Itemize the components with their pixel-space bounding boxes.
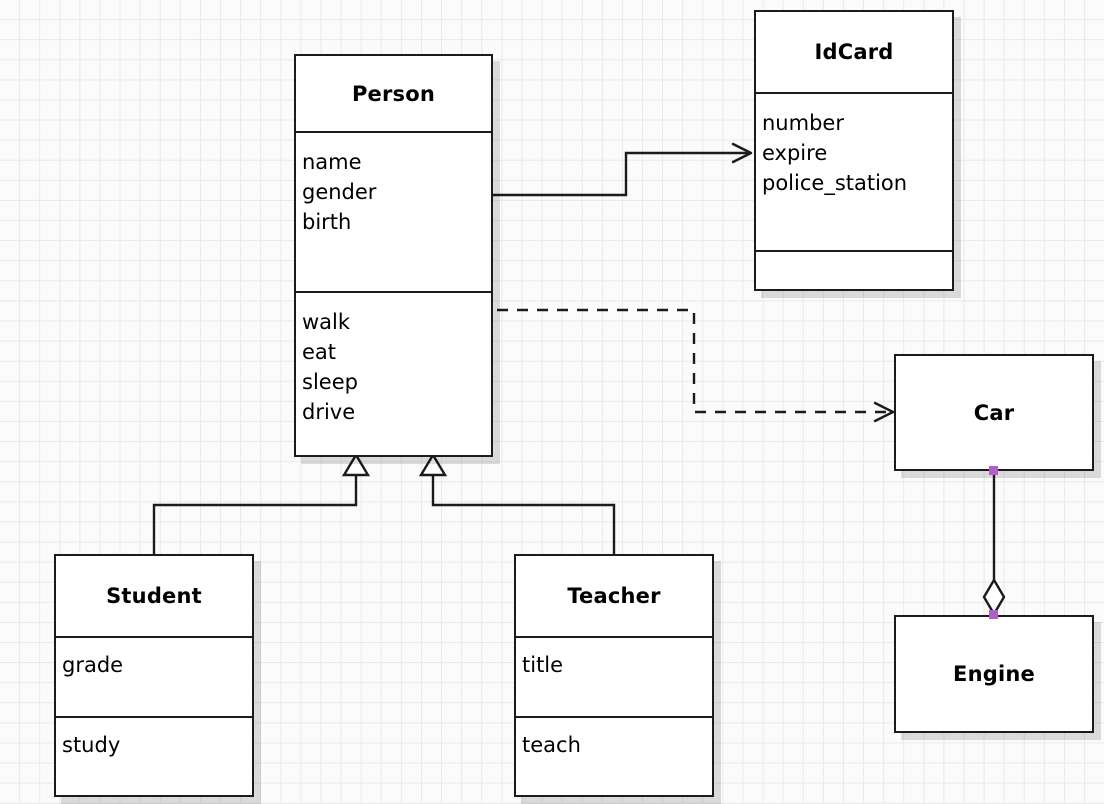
operation-list-student: study (62, 733, 121, 757)
class-name-student: Student (106, 584, 202, 608)
attribute-list-student: grade (62, 653, 124, 677)
open-arrow-head-car (873, 401, 895, 423)
class-name-teacher: Teacher (567, 584, 661, 608)
operations-compartment-person: walk eat sleep drive (296, 291, 491, 455)
edge-student-person[interactable] (152, 452, 371, 554)
edge-handle-car-bottom[interactable] (989, 466, 998, 475)
hollow-triangle-student (341, 452, 371, 477)
class-box-car[interactable]: Car (894, 354, 1094, 471)
class-box-teacher[interactable]: Teacher title teach (514, 554, 714, 797)
attributes-compartment-idcard: number expire police_station (756, 92, 952, 250)
edge-person-idcard[interactable] (493, 142, 753, 197)
class-box-person[interactable]: Person name gender birth walk eat sleep … (294, 54, 493, 457)
class-name-idcard: IdCard (814, 40, 894, 64)
class-box-student[interactable]: Student grade study (54, 554, 254, 797)
edge-person-car[interactable] (497, 308, 895, 423)
attributes-compartment-student: grade (56, 636, 252, 716)
operations-compartment-student: study (56, 716, 252, 795)
attribute-list-teacher: title (522, 653, 564, 677)
edge-teacher-person[interactable] (418, 452, 616, 554)
class-name-engine: Engine (953, 662, 1035, 686)
attribute-list-idcard: number expire police_station (762, 111, 908, 195)
operations-compartment-teacher: teach (516, 716, 712, 795)
open-arrow-head-idcard (731, 142, 753, 164)
operations-compartment-idcard (756, 250, 952, 293)
attributes-compartment-person: name gender birth (296, 131, 491, 291)
attributes-compartment-teacher: title (516, 636, 712, 716)
edge-handle-engine-top[interactable] (989, 610, 998, 619)
operation-list-teacher: teach (522, 733, 581, 757)
operation-list-person: walk eat sleep drive (302, 310, 358, 424)
class-name-person: Person (351, 81, 436, 106)
class-name-car: Car (973, 400, 1015, 425)
edge-car-engine[interactable] (982, 471, 1006, 617)
hollow-diamond-engine (982, 577, 1006, 617)
class-box-idcard[interactable]: IdCard number expire police_station (754, 10, 954, 291)
hollow-triangle-teacher (418, 452, 448, 477)
attribute-list-person: name gender birth (302, 150, 377, 234)
class-box-engine[interactable]: Engine (894, 615, 1094, 733)
